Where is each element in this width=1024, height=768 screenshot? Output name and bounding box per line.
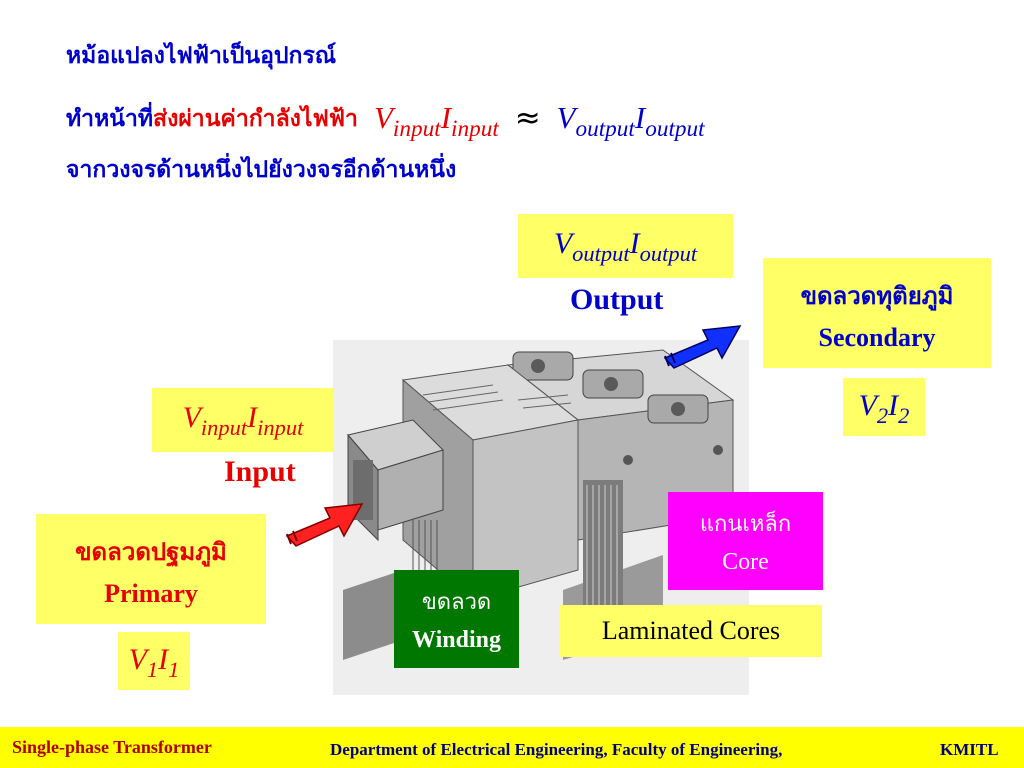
secondary-power-box: V2I2 (843, 378, 925, 436)
primary-box: ขดลวดปฐมภูมิ Primary (36, 514, 266, 624)
secondary-english: Secondary (818, 323, 936, 352)
input-arrow-icon (285, 503, 364, 547)
eq-v-output: Voutput (556, 100, 635, 143)
footer-institution: KMITL (940, 740, 999, 759)
footer-bar (0, 727, 1024, 768)
core-english: Core (722, 549, 769, 575)
primary-thai: ขดลวดปฐมภูมิ (75, 538, 227, 566)
title-line-1: หม้อแปลงไฟฟ้าเป็นอุปกรณ์ (66, 43, 337, 69)
core-box: แกนเหล็ก Core (668, 492, 823, 590)
eq-i-input: Iinput (440, 100, 499, 143)
eq-i-output: Ioutput (634, 100, 705, 143)
output-power-box: VoutputIoutput (518, 214, 733, 278)
output-arrow-icon (663, 325, 742, 369)
input-power-box: VinputIinput (152, 388, 334, 452)
title-line-2-highlight: ส่งผ่านค่ากำลังไฟฟ้า (153, 106, 358, 132)
title-line-2-prefix: ทำหน้าที่ (66, 106, 154, 132)
primary-power-box: V1I1 (118, 632, 190, 690)
core-thai: แกนเหล็ก (699, 512, 792, 537)
primary-english: Primary (104, 579, 198, 608)
winding-box: ขดลวด Winding (394, 570, 519, 668)
secondary-thai: ขดลวดทุติยภูมิ (800, 282, 954, 310)
title-line-3: จากวงจรด้านหนึ่งไปยังวงจรอีกด้านหนึ่ง (66, 157, 457, 183)
title-line-2: ทำหน้าที่ส่งผ่านค่ากำลังไฟฟ้า VinputIinp… (66, 100, 705, 143)
power-equation: VinputIinput ≈ VoutputIoutput (373, 100, 705, 143)
winding-english: Winding (412, 627, 501, 653)
output-label: Output (570, 283, 664, 316)
secondary-box: ขดลวดทุติยภูมิ Secondary (763, 258, 991, 368)
laminated-cores-box: Laminated Cores (560, 605, 822, 657)
winding-thai: ขดลวด (421, 590, 492, 615)
approx-symbol: ≈ (514, 100, 541, 136)
footer-department: Department of Electrical Engineering, Fa… (330, 740, 783, 759)
input-label: Input (224, 455, 296, 488)
footer-title: Single-phase Transformer (12, 737, 212, 757)
eq-v-input: Vinput (373, 100, 441, 143)
